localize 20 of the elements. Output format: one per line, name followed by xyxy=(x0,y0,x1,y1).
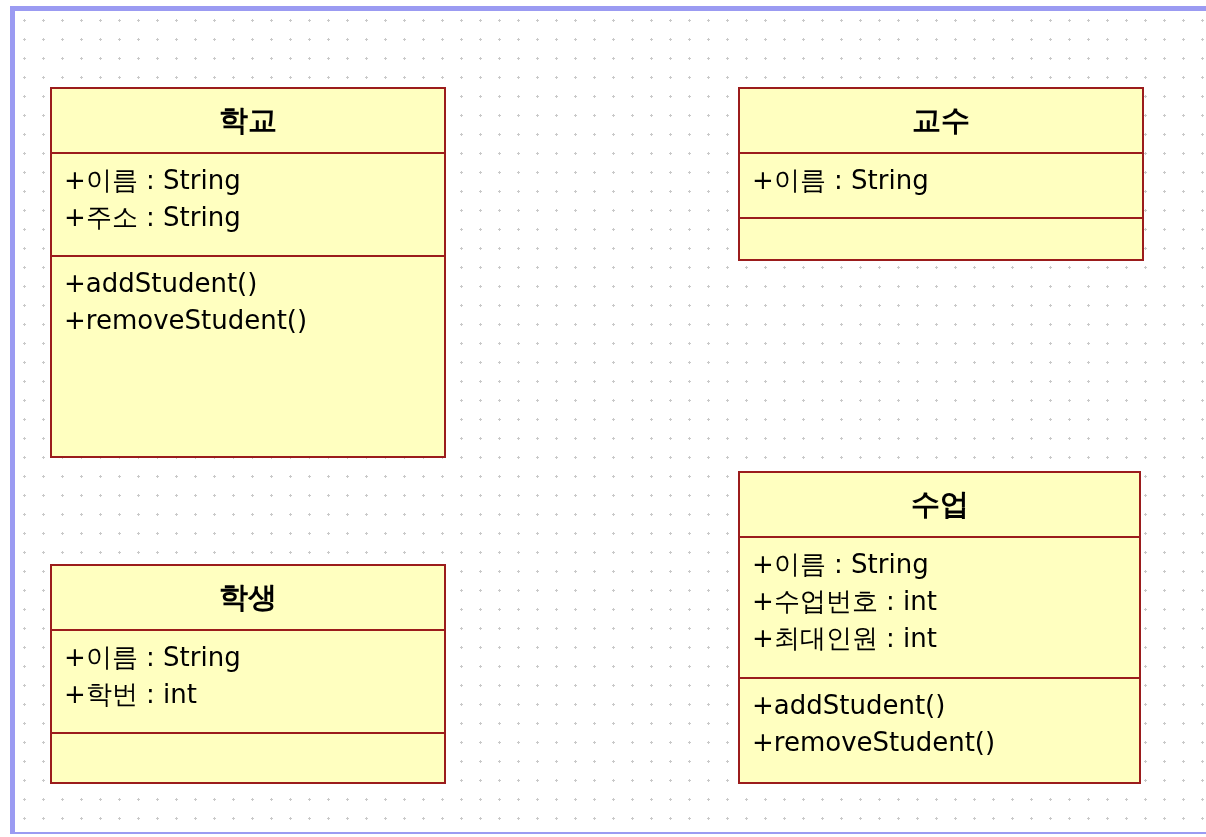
member-text: +최대인원 : int xyxy=(752,622,938,655)
member-text: +이름 : String xyxy=(752,548,930,581)
class-name: 학생 xyxy=(219,578,277,616)
member-text: +수업번호 : int xyxy=(752,585,938,618)
member-text: +이름 : String xyxy=(752,164,930,197)
class-box xyxy=(50,87,446,458)
member-text: +addStudent() xyxy=(64,267,259,300)
class-name: 학교 xyxy=(219,101,277,139)
class-box xyxy=(738,87,1144,261)
member-text: +이름 : String xyxy=(64,164,242,197)
member-text: +addStudent() xyxy=(752,689,947,722)
member-text: +주소 : String xyxy=(64,201,242,234)
member-text: +이름 : String xyxy=(64,641,242,674)
member-text: +학번 : int xyxy=(64,678,198,711)
member-text: +removeStudent() xyxy=(64,304,309,337)
class-box xyxy=(738,471,1141,784)
class-box xyxy=(50,564,446,784)
member-text: +removeStudent() xyxy=(752,726,997,759)
class-name: 수업 xyxy=(910,485,969,523)
class-name: 교수 xyxy=(912,101,970,139)
